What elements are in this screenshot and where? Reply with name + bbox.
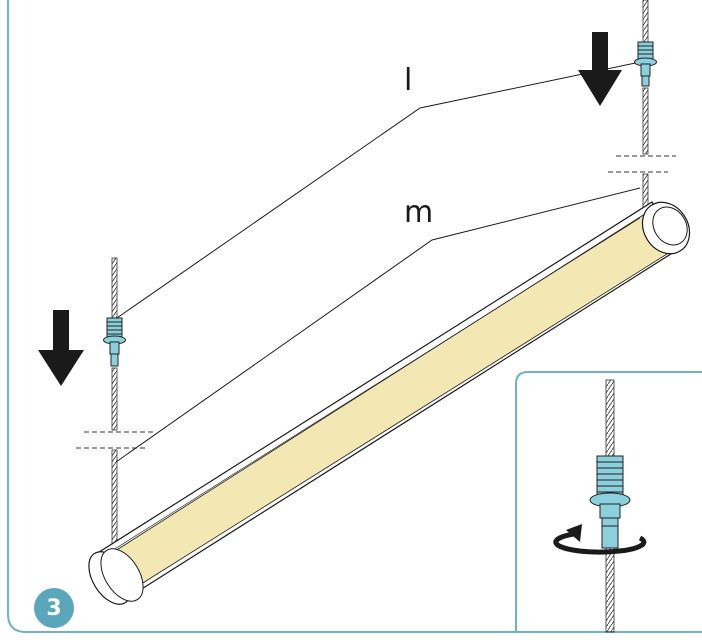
rotate-arrow-icon [553, 524, 647, 555]
leader-line-l [113, 61, 641, 321]
callout-label-l: l [404, 63, 413, 98]
cable-right [642, 0, 649, 215]
cut-marker-left [76, 431, 154, 449]
detail-inset [515, 371, 702, 633]
cut-marker-right [608, 155, 676, 173]
luminaire-tube [88, 201, 691, 605]
leader-line-m [115, 187, 641, 463]
cable-left [111, 257, 118, 553]
step-number-badge: 3 [34, 588, 74, 628]
diagram-frame [7, 0, 702, 633]
down-arrow-icon [578, 32, 622, 106]
cable-connector-right [634, 41, 657, 87]
cable-connector-left [103, 317, 126, 367]
callout-label-m: m [404, 195, 434, 230]
down-arrow-icon [38, 310, 84, 386]
